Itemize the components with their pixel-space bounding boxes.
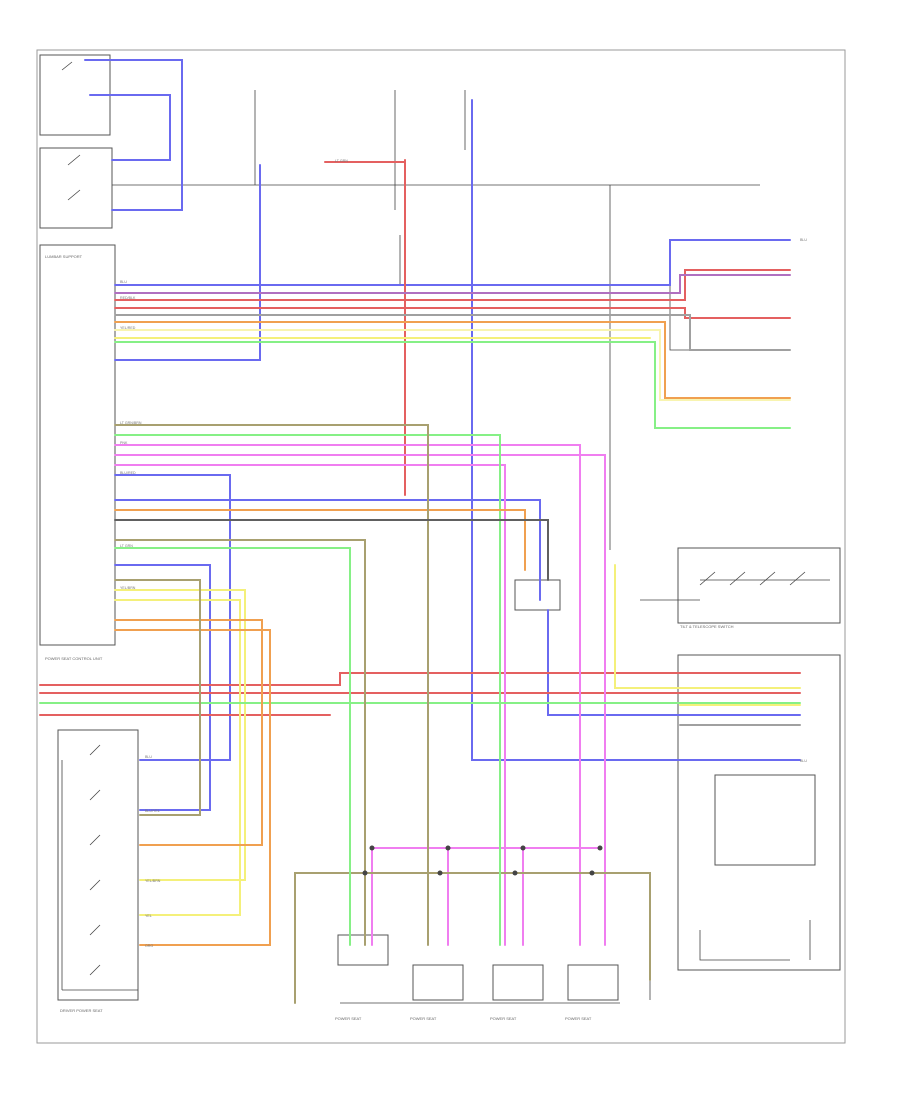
wire-green [39, 341, 801, 946]
svg-text:BLU/RED: BLU/RED [120, 471, 136, 475]
svg-text:DRIVER POWER SEAT: DRIVER POWER SEAT [60, 1008, 103, 1013]
svg-text:YEL/BRN: YEL/BRN [145, 879, 161, 883]
wire-red-cu-row3 [114, 307, 791, 319]
wire-blue-to-ground [547, 609, 801, 716]
wire-purple [114, 274, 791, 294]
svg-text:BLU: BLU [800, 759, 807, 763]
wire-blue-cu-row1 [114, 239, 791, 286]
svg-text:PNK: PNK [120, 441, 128, 445]
seat-motor-4-box [567, 964, 619, 1001]
wire-orange-cu [114, 321, 791, 399]
wire-pink-2 [114, 454, 606, 946]
thin-lines [61, 90, 830, 1004]
seat-motor-2-box [412, 964, 464, 1001]
wire-blue-switch-2 [114, 564, 211, 811]
wire-red-lower [39, 672, 801, 686]
connector-dots [362, 845, 603, 876]
svg-text:BLU: BLU [120, 280, 127, 284]
drivers-power-seat-control-switch-box [57, 729, 139, 1001]
wire-yellow-switch-2 [114, 599, 241, 916]
svg-text:LUMBAR SUPPORT: LUMBAR SUPPORT [45, 254, 83, 259]
svg-text:POWER SEAT: POWER SEAT [490, 1016, 517, 1021]
wire-blue-relay [114, 499, 541, 601]
wire-green-2 [114, 547, 351, 946]
wire-brown-switch [114, 579, 201, 816]
wire-black [114, 519, 549, 581]
wire-brown [114, 424, 429, 946]
wire-brown-2 [114, 539, 366, 946]
wire-orange-switch-2 [114, 619, 263, 846]
svg-text:LT GRN: LT GRN [335, 159, 348, 163]
wire-blue-lumbar-mid [89, 94, 171, 161]
wire-red [39, 159, 801, 716]
svg-text:ORG: ORG [145, 944, 153, 948]
wire-blue-long [471, 99, 801, 761]
wire-blue-lumbar-top [84, 59, 183, 211]
wire-yellow-switch [114, 589, 246, 881]
svg-text:YEL: YEL [145, 914, 152, 918]
svg-text:POWER SEAT CONTROL UNIT: POWER SEAT CONTROL UNIT [45, 656, 103, 661]
wire-orange [114, 321, 791, 946]
wire-black-cu [114, 519, 549, 581]
ground-block-box [677, 654, 841, 971]
svg-text:RED/BLK: RED/BLK [120, 296, 136, 300]
wire-pink-3 [114, 464, 506, 946]
tiny-labels: BLU RED/BLK YEL/RED LT GRN/BRN PNK BLU/R… [45, 159, 807, 1021]
power-seat-control-unit-box [39, 244, 116, 646]
svg-text:POWER SEAT: POWER SEAT [565, 1016, 592, 1021]
wire-purple-cu [114, 274, 791, 294]
seat-motor-3-box [492, 964, 544, 1001]
svg-text:TILT & TELESCOPE SWITCH: TILT & TELESCOPE SWITCH [680, 624, 734, 629]
svg-text:YEL/BRN: YEL/BRN [120, 586, 136, 590]
wire-orange-relay [114, 509, 526, 571]
wire-brown-1 [114, 424, 429, 946]
wire-pink-1 [114, 444, 581, 946]
wire-gray-cu [114, 314, 791, 351]
wire-green-cu [114, 341, 791, 429]
wire-blue-switch [114, 474, 231, 761]
connector-relay-box [514, 579, 561, 611]
lumbar-support-control-switch-box [39, 147, 113, 229]
wire-yellow-tilt [614, 564, 801, 689]
svg-text:LT GRN/BRN: LT GRN/BRN [120, 421, 142, 425]
tilt-telescope-switch-box [677, 547, 841, 624]
wire-blue [84, 59, 801, 811]
wire-yellow-cu-1 [114, 329, 791, 401]
wire-yellow-motor [294, 872, 651, 1004]
svg-text:BLU: BLU [145, 755, 152, 759]
wire-orange-switch [114, 629, 271, 946]
wire-gray [114, 314, 801, 726]
seat-motor-1-box [337, 934, 389, 966]
svg-text:BLU: BLU [800, 238, 807, 242]
telescoping-sensor-box [714, 774, 816, 866]
switch-contacts [61, 61, 806, 976]
wire-red-cu-row2 [114, 269, 791, 301]
svg-text:LT GRN: LT GRN [120, 544, 133, 548]
wire-yellow [114, 329, 801, 1004]
diagram-frame [36, 49, 846, 1044]
wire-blue-riser [114, 164, 261, 361]
svg-text:BLU/YEL: BLU/YEL [145, 809, 160, 813]
wire-pink [114, 444, 606, 946]
svg-text:POWER SEAT: POWER SEAT [335, 1016, 362, 1021]
wire-green-long [114, 434, 501, 946]
svg-text:POWER SEAT: POWER SEAT [410, 1016, 437, 1021]
svg-text:YEL/RED: YEL/RED [120, 326, 136, 330]
